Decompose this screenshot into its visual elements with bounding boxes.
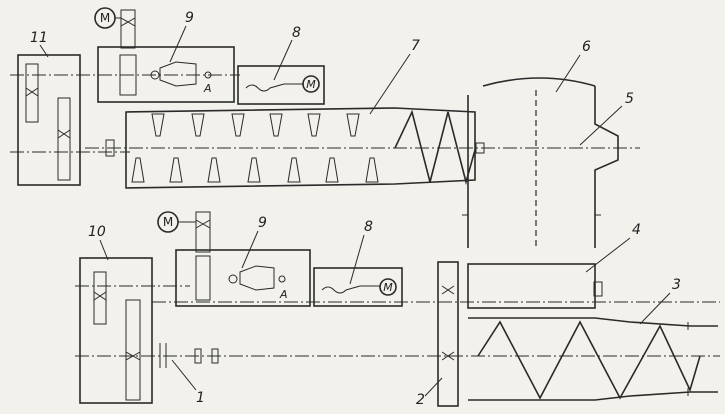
callout-6: 6 — [582, 39, 591, 55]
callout-8-top: 8 — [292, 25, 301, 41]
gear-pair-2 — [437, 261, 459, 407]
callout-9-top: 9 — [185, 10, 194, 26]
sensor-unit-8-bottom: M — [313, 267, 403, 307]
gearbox-11 — [10, 54, 130, 186]
coupling-1 — [159, 343, 219, 368]
motor-lower-left: M — [157, 211, 196, 233]
paddles-lower-row — [131, 157, 379, 183]
callout-11: 11 — [30, 30, 48, 46]
motor-label-upper-sensor: M — [306, 78, 316, 91]
clutch-letter-top: A — [203, 82, 212, 95]
sensor-unit-8-top: M — [237, 65, 325, 105]
callout-4: 4 — [632, 222, 641, 238]
paddles-upper-row — [151, 113, 360, 137]
motor-label-lower: M — [163, 215, 173, 229]
mixing-chamber-6 — [462, 77, 619, 250]
motor-label: M — [100, 11, 110, 25]
callout-10: 10 — [88, 224, 106, 240]
drive-unit-9-bottom — [175, 211, 311, 307]
callout-7: 7 — [411, 38, 420, 54]
callout-8-bottom: 8 — [364, 219, 373, 235]
motor-label-lower-sensor: M — [383, 281, 393, 294]
callout-9-bottom: 9 — [258, 215, 267, 231]
gearbox-10 — [75, 257, 720, 404]
callout-3: 3 — [672, 277, 681, 293]
callout-2: 2 — [416, 392, 425, 408]
paddle-mixer-trough-7 — [85, 107, 640, 189]
callout-1: 1 — [196, 390, 205, 406]
callouts: 11 9 8 7 6 5 10 9 8 4 3 1 2 — [30, 10, 681, 408]
clutch-letter-bottom: A — [279, 288, 288, 301]
motor-top-left: M — [94, 7, 121, 29]
screw-conveyor-3 — [468, 317, 718, 401]
callout-5: 5 — [625, 91, 634, 107]
shaft-housing-4 — [467, 263, 603, 309]
drive-unit-9-top — [97, 9, 240, 103]
